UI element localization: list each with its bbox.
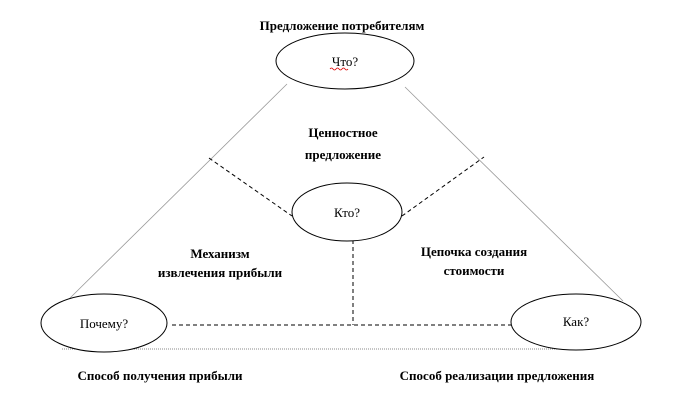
profit-mechanism-line1: Механизм bbox=[190, 246, 249, 261]
value-chain-line1: Цепочка создания bbox=[421, 244, 527, 259]
node-how bbox=[510, 293, 642, 351]
value-chain-line2: стоимости bbox=[444, 263, 505, 278]
node-who-label: Кто? bbox=[334, 205, 360, 220]
dashed-line-left bbox=[208, 157, 293, 217]
dashed-line-right bbox=[401, 156, 485, 217]
spellcheck-underline bbox=[329, 67, 349, 71]
node-how-label: Как? bbox=[563, 314, 590, 329]
top-caption: Предложение потребителям bbox=[260, 18, 425, 33]
node-why bbox=[40, 293, 168, 353]
node-why-label: Почему? bbox=[80, 316, 129, 331]
node-what-label: Что? bbox=[332, 54, 358, 69]
bottom-left-caption: Способ получения прибыли bbox=[77, 368, 243, 383]
node-what bbox=[275, 32, 415, 90]
profit-mechanism-line2: извлечения прибыли bbox=[158, 265, 283, 280]
bottom-right-caption: Способ реализации предложения bbox=[400, 368, 595, 383]
triangle-left-side bbox=[67, 83, 288, 301]
value-proposition-line2: предложение bbox=[305, 147, 381, 162]
triangle-right-side bbox=[404, 86, 624, 302]
node-who bbox=[291, 182, 403, 242]
value-proposition-line1: Ценностное bbox=[308, 125, 378, 140]
